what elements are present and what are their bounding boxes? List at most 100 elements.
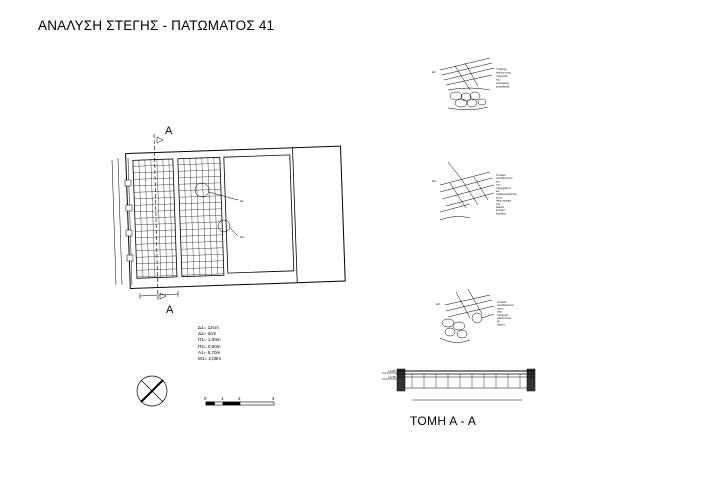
beam-line [181,267,224,269]
svg-text:με τα: με τα [496,196,502,199]
svg-text:τοιχοποιία: τοιχοποιία [496,74,508,78]
svg-text:στις: στις [496,203,501,206]
beam-line [207,157,213,276]
svg-text:σταθεροποιούνται: σταθεροποιούνται [496,192,517,196]
beam-line [179,208,222,211]
section-line-a-a [153,133,159,301]
plan-outline [125,145,346,290]
svg-text:πάνω: πάνω [497,306,504,310]
beam-line [133,190,174,193]
param-d1: Δ1= 12cm [198,325,219,330]
beam-line [189,158,195,277]
beam-line [136,268,177,271]
svg-text:Υποδοχή: Υποδοχή [496,67,507,71]
beam-line [180,247,223,250]
beam-line [179,202,222,204]
scale-label-1: 1 [221,396,224,401]
beam-line [178,163,221,165]
beam-line [179,215,222,217]
svg-text:με: με [497,320,500,323]
beam-line [156,159,162,278]
scale-label-4: 4 [272,396,275,401]
beam-line [181,254,224,256]
svg-text:καλύπτονται: καλύπτονται [497,316,511,320]
beam-line [183,158,189,277]
param-p2: Π2= 0,90m [198,343,221,349]
svg-text:εσωτερικής: εσωτερικής [496,81,510,85]
svg-text:Οι δοκοί: Οι δοκοί [496,173,506,177]
beam-line [180,221,223,224]
beam-line [134,197,175,200]
beam-line [144,159,150,278]
beam-line [136,255,177,258]
beam-line [162,159,168,278]
svg-text:στηριγμάτων: στηριγμάτων [496,186,511,190]
section-marker-top: Α [165,125,173,137]
beam-line [135,223,176,225]
beam-line [181,260,224,263]
svg-text:στην: στην [497,311,503,314]
beam-line [178,176,221,178]
svg-text:πάνω καρφιά: πάνω καρφιά [496,199,512,203]
svg-text:τεγίδων στην: τεγίδων στην [496,71,512,75]
scale-label-0: 0 [204,396,207,401]
detail-callout-d1 [194,182,210,198]
svg-text:πέτρα και: πέτρα και [497,313,508,317]
scale-label-2: 2 [238,396,241,401]
detail-d2-id: Δ2 [432,179,436,183]
beam-line [180,234,223,237]
param-a1: Α1= 6,70m [198,349,221,355]
svg-text:επί: επί [496,179,500,183]
svg-text:της: της [496,79,500,82]
beam-line [134,216,175,219]
svg-text:τοποθετούνται: τοποθετούνται [497,303,514,307]
detail-d3-note: Οι δοκοί τοποθετούνται πάνω στην πέτρα κ… [497,300,514,326]
svg-text:κατασκευής: κατασκευής [496,85,510,89]
svg-text:ξύλινου: ξύλινου [496,208,505,212]
page-title: ΑΝΑΛΥΣΗ ΣΤΕΓΗΣ - ΠΑΤΩΜΑΤΟΣ 41 [38,18,275,33]
svg-text:Οι δοκοί: Οι δοκοί [497,300,507,304]
section-title: ΤΟΜΗ Α - Α [410,414,477,428]
param-p1: Π1= 1,00m [198,337,221,343]
section-marker-bottom: Α [166,304,174,316]
detail-d3-drawing [439,288,495,343]
detail-d1-note: Υποδοχή τεγίδων στην τοιχοποιία της εσωτ… [496,67,512,89]
svg-text:και: και [496,190,500,193]
svg-text:λάσπη: λάσπη [497,322,505,326]
beam-line [150,159,156,278]
beam-line [138,160,144,279]
beam-line [133,171,174,174]
beam-line [168,159,174,278]
detail-callout-d2 [217,219,231,233]
beam-line [134,210,175,212]
beam-line [133,177,174,180]
beam-line [136,249,176,251]
section-a-a-drawing [382,368,536,401]
dimension-line [111,159,117,286]
svg-text:δοκούς: δοκούς [496,205,505,209]
detail-d1-drawing [439,57,495,110]
beam-line [180,241,223,243]
beam-line [133,164,174,167]
svg-text:τοποθετούνται: τοποθετούνται [496,176,513,180]
north-arrow [136,375,168,407]
svg-text:των: των [496,183,501,187]
beam-line [201,157,207,276]
beam-line [136,275,177,277]
section-level-1: +2,65 [388,369,396,373]
beam-line [213,157,219,276]
detail-d2-note: Οι δοκοί τοποθετούνται επί των στηριγμάτ… [496,173,517,215]
param-m1: Μ1= 2,08m [198,356,222,362]
beam-line [178,169,221,172]
detail-d3-id: Δ3 [436,302,440,306]
scale-bar [205,401,275,406]
beam-line [135,236,176,238]
beam-line [136,262,177,264]
beam-line [181,273,224,276]
beam-line [135,242,176,245]
parameter-list: Δ1= 12cm Δ2= 4cm Π1= 1,00m Π2= 0,90m Α1=… [198,325,221,362]
beam-line [195,158,201,277]
beam-line [134,203,175,206]
param-d2: Δ2= 4cm [198,331,217,337]
section-level-2: +2,45 [388,375,396,379]
